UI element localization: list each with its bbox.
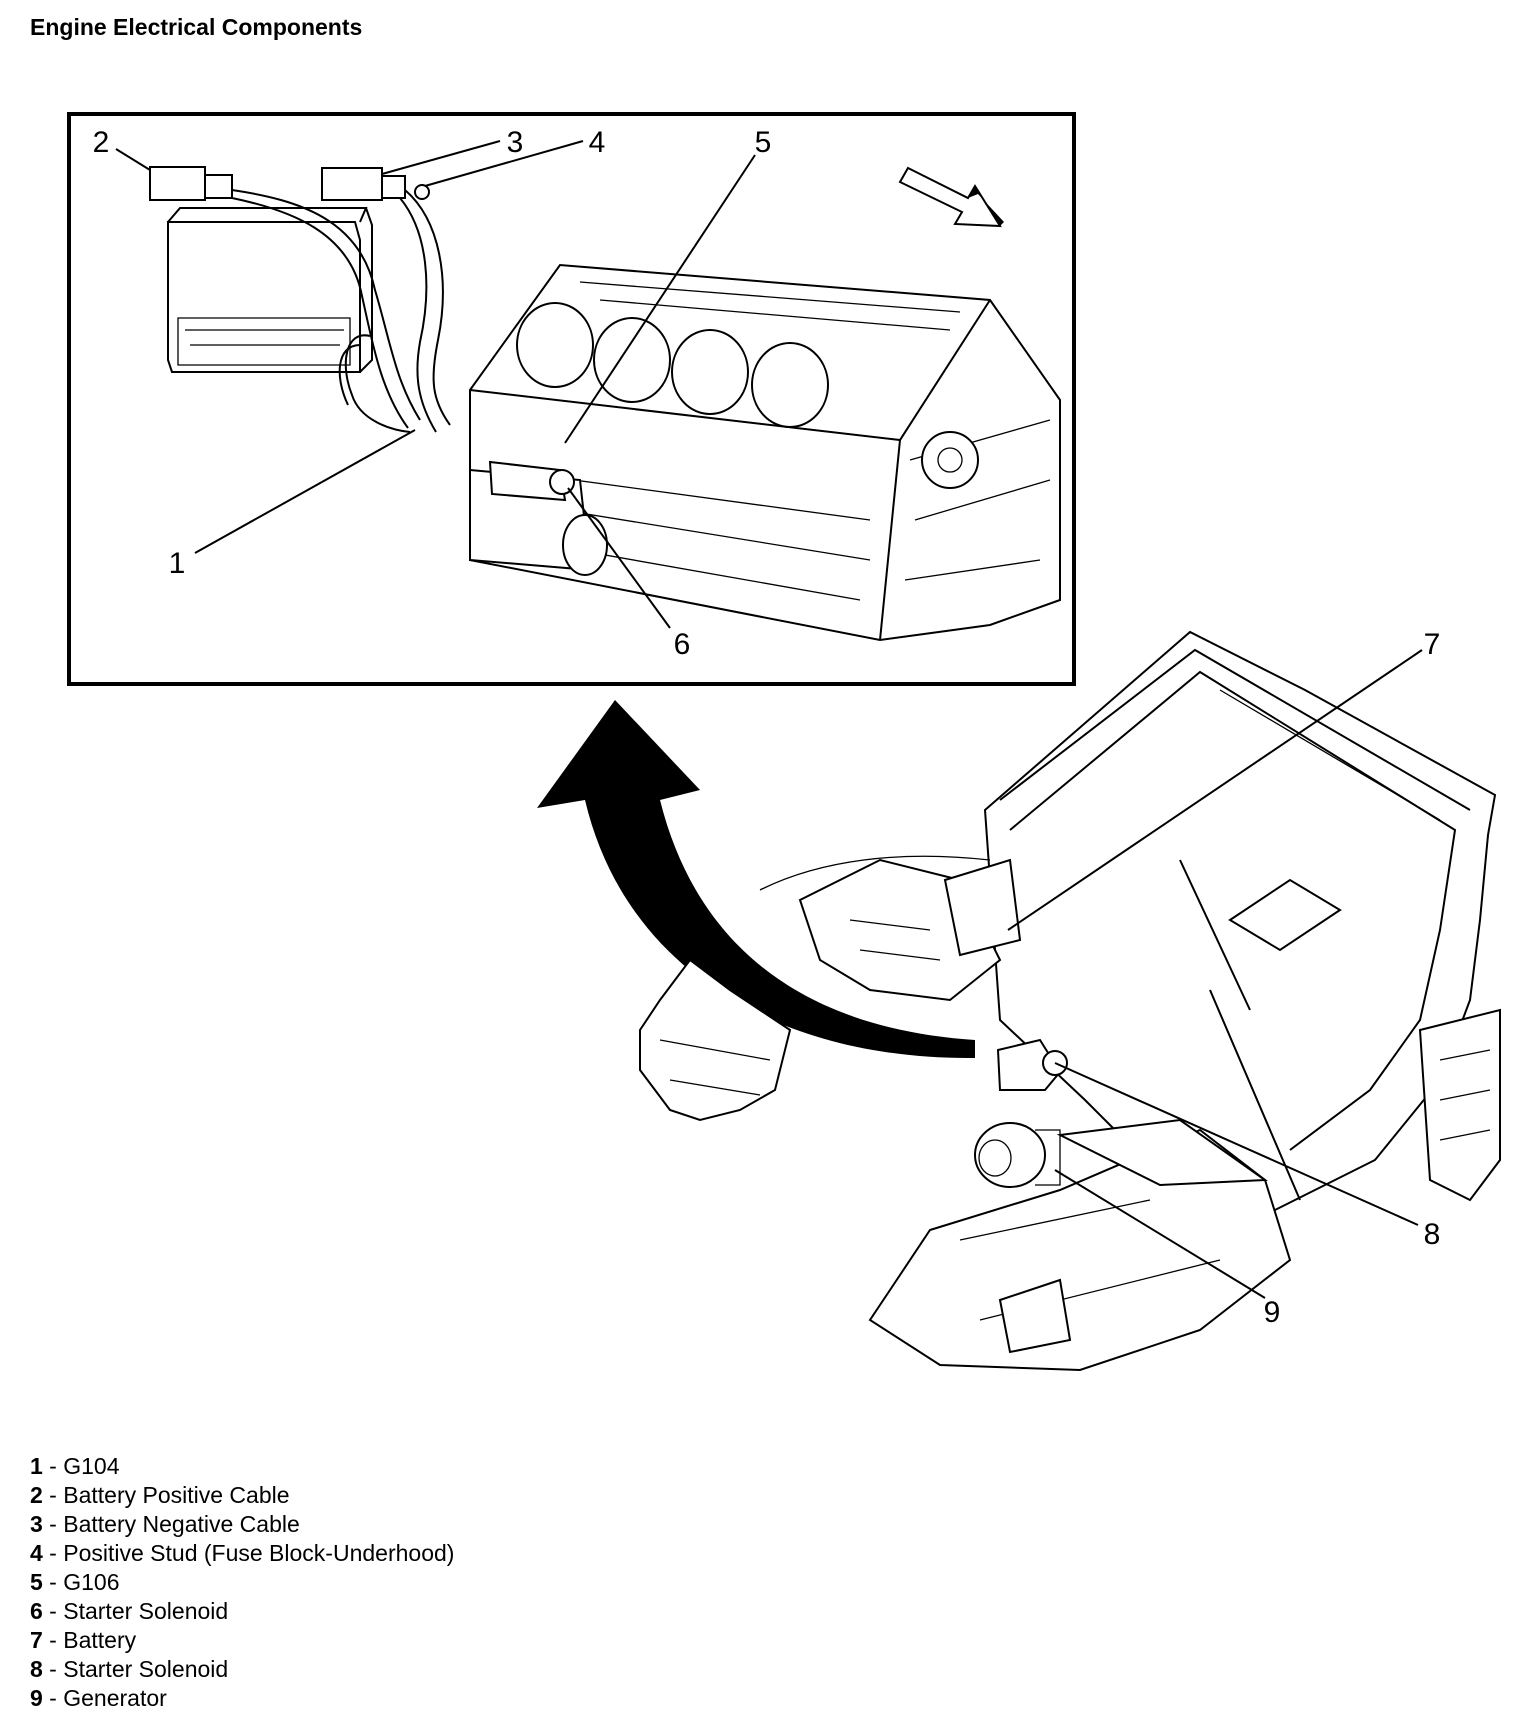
- callout-7: 7: [1424, 628, 1441, 661]
- leader-lines: [115, 140, 1423, 1299]
- page-title: Engine Electrical Components: [30, 14, 363, 40]
- callout-1: 1: [169, 547, 186, 580]
- callout-6: 6: [674, 628, 691, 661]
- legend-item: 1 - G104: [30, 1453, 120, 1479]
- legend-item: 4 - Positive Stud (Fuse Block-Underhood): [30, 1540, 455, 1566]
- battery-illustration: [149, 166, 451, 433]
- callout-4: 4: [589, 126, 606, 159]
- legend-item: 5 - G106: [30, 1569, 120, 1595]
- legend-item: 9 - Generator: [30, 1685, 167, 1711]
- engine-electrical-diagram: 1 2 3 4 5 6 7 8 9: [67, 112, 1501, 1372]
- callout-3: 3: [507, 126, 524, 159]
- engine-block-illustration: [469, 263, 1061, 642]
- legend-item: 8 - Starter Solenoid: [30, 1656, 229, 1682]
- inset-frame: [67, 112, 1076, 686]
- vehicle-front-illustration: [639, 630, 1501, 1372]
- direction-arrow-icon: [898, 166, 1004, 228]
- callout-9: 9: [1264, 1296, 1281, 1329]
- callout-2: 2: [93, 126, 110, 159]
- legend-list: 1 - G104 2 - Battery Positive Cable 3 - …: [30, 1452, 454, 1713]
- legend-item: 2 - Battery Positive Cable: [30, 1482, 290, 1508]
- legend-item: 7 - Battery: [30, 1627, 137, 1653]
- legend-item: 3 - Battery Negative Cable: [30, 1511, 300, 1537]
- callout-5: 5: [755, 126, 772, 159]
- curved-arrow-icon: [537, 700, 975, 1059]
- callout-8: 8: [1424, 1218, 1441, 1251]
- legend-item: 6 - Starter Solenoid: [30, 1598, 229, 1624]
